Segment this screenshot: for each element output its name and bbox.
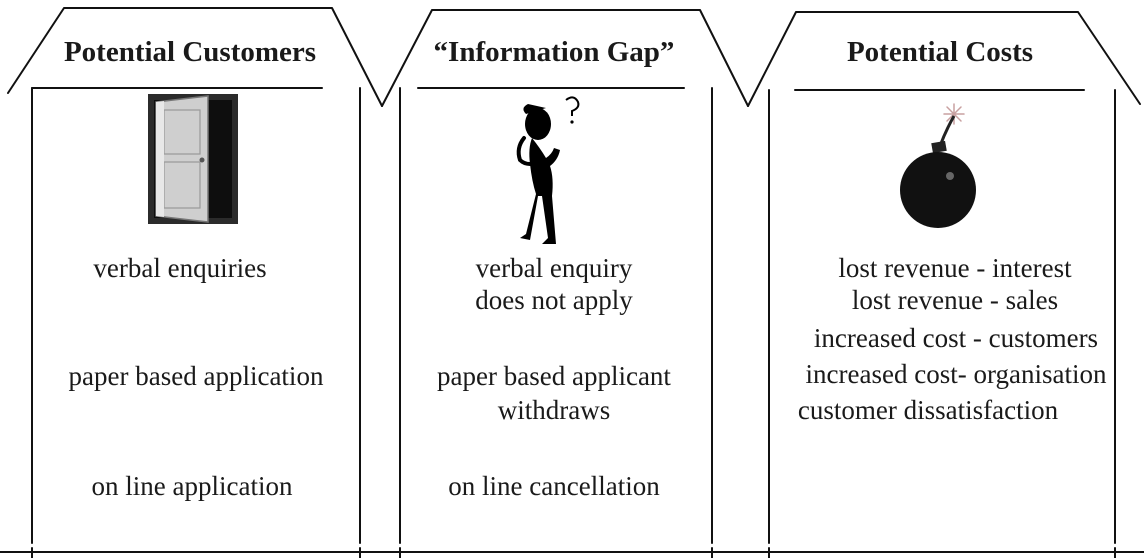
item-paper-based-application: paper based application [68,361,324,391]
column-1-outline [7,7,383,107]
item-verbal-enquiries: verbal enquiries [93,253,267,283]
item-paper-based-applicant: paper based applicant [437,361,671,391]
item-withdraws: withdraws [497,395,611,425]
item-on-line-application: on line application [91,471,293,501]
item-lost-revenue-interest: lost revenue - interest [838,253,1072,283]
column-3-outline [747,11,1141,107]
heading-information-gap: “Information Gap” [433,36,675,68]
item-lost-revenue-sales: lost revenue - sales [851,285,1059,315]
item-customer-dissatisfaction: customer dissatisfaction [797,395,1059,425]
heading-potential-costs: Potential Costs [846,36,1034,68]
item-verbal-enquiry: verbal enquiry [475,253,633,283]
confused-person-icon [516,96,580,244]
item-increased-cost-customers: increased cost - customers [813,323,1099,353]
item-does-not-apply: does not apply [475,285,633,315]
open-door-icon [148,94,238,224]
item-on-line-cancellation: on line cancellation [448,471,660,501]
heading-potential-customers: Potential Customers [63,36,317,68]
item-increased-cost-organisation: increased cost- organisation [805,359,1107,389]
column-2-outline [381,9,749,107]
bomb-icon [900,103,976,228]
